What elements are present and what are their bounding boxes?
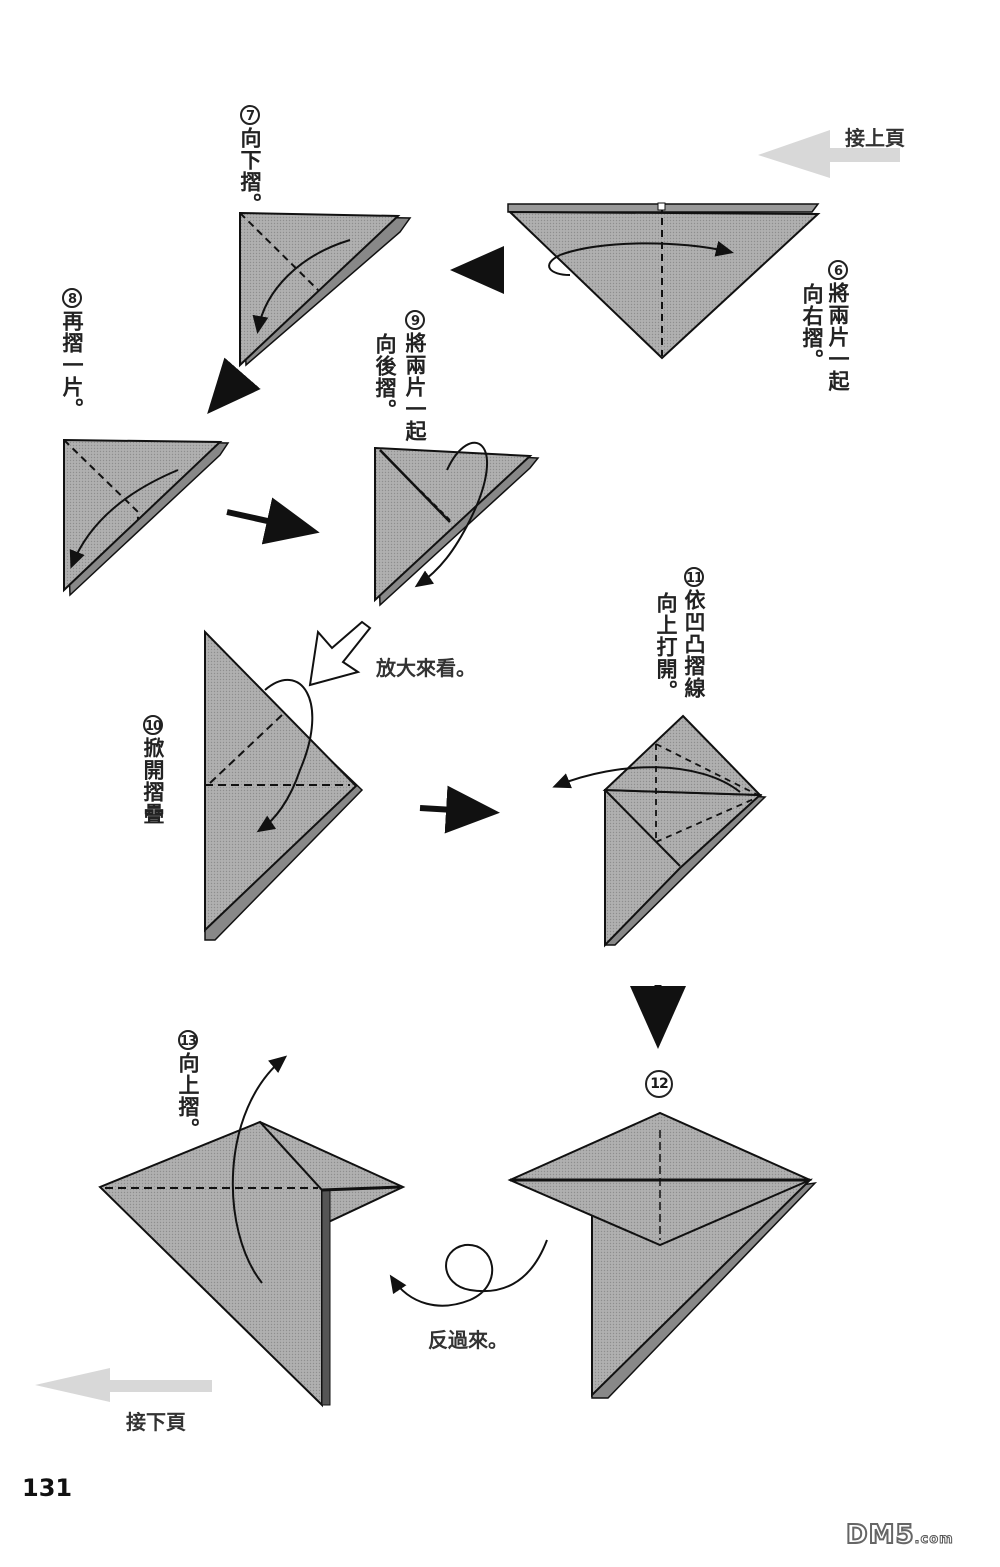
step13-caption: 13向上摺。 [176, 1030, 200, 1140]
step8-diagram [63, 438, 230, 597]
step8-caption: 8再摺一片。 [60, 288, 84, 420]
zoom-arrow-icon [308, 620, 372, 687]
step-number-badge: 6 [828, 260, 848, 280]
zoom-in-label: 放大來看。 [376, 656, 476, 680]
arrow-right-icon [419, 785, 500, 834]
step12-diagram [507, 1111, 818, 1399]
step-number-badge: 9 [405, 310, 425, 330]
step6-caption-line2: 向右摺。 [800, 283, 824, 371]
step-text: 將兩片一起 [826, 282, 850, 392]
watermark-suffix: .com [914, 1532, 954, 1548]
step6-caption: 6將兩片一起 [826, 260, 850, 392]
watermark-logo: DM5.com [845, 1519, 954, 1551]
step9-diagram [374, 441, 540, 607]
step9-caption-line2: 向後摺。 [373, 333, 397, 421]
page-number: 131 [22, 1474, 73, 1502]
watermark-text: DM5 [845, 1519, 915, 1551]
arrow-left-icon [758, 130, 900, 178]
arrow-left-icon [35, 1368, 212, 1402]
step-text: 向上摺。 [176, 1052, 200, 1140]
step11-caption: 11依凹凸摺線 [682, 567, 706, 699]
arrow-right-icon [226, 497, 320, 545]
continue-from-previous-label: 接上頁 [845, 126, 905, 150]
step-number-badge: 10 [143, 715, 163, 735]
step10-caption: 10掀開摺疊 [141, 715, 165, 825]
step-number-badge: 8 [62, 288, 82, 308]
step11-diagram [552, 714, 767, 948]
step12-number-badge: 12 [645, 1070, 673, 1098]
step13-diagram [98, 1055, 406, 1408]
step-text: 依凹凸摺線 [682, 589, 706, 699]
step-text: 掀開摺疊 [141, 737, 165, 825]
arrow-down-left-icon [207, 357, 261, 415]
continue-to-next-label: 接下頁 [126, 1410, 186, 1434]
step-text: 再摺一片。 [60, 310, 84, 420]
step11-caption-line2: 向上打開。 [654, 592, 678, 702]
step-number-badge: 13 [178, 1030, 198, 1050]
step-text: 向下摺。 [238, 127, 262, 215]
step10-diagram [204, 629, 364, 941]
step9-caption: 9將兩片一起 [403, 310, 427, 442]
turn-over-arrow-icon [389, 1239, 548, 1307]
turn-over-label: 反過來。 [428, 1328, 508, 1352]
step-number-badge: 11 [684, 567, 704, 587]
step-text: 將兩片一起 [403, 332, 427, 442]
step6-diagram [507, 202, 821, 360]
step7-diagram [239, 211, 412, 368]
step7-caption: 7向下摺。 [238, 105, 262, 215]
step-number-badge: 7 [240, 105, 260, 125]
